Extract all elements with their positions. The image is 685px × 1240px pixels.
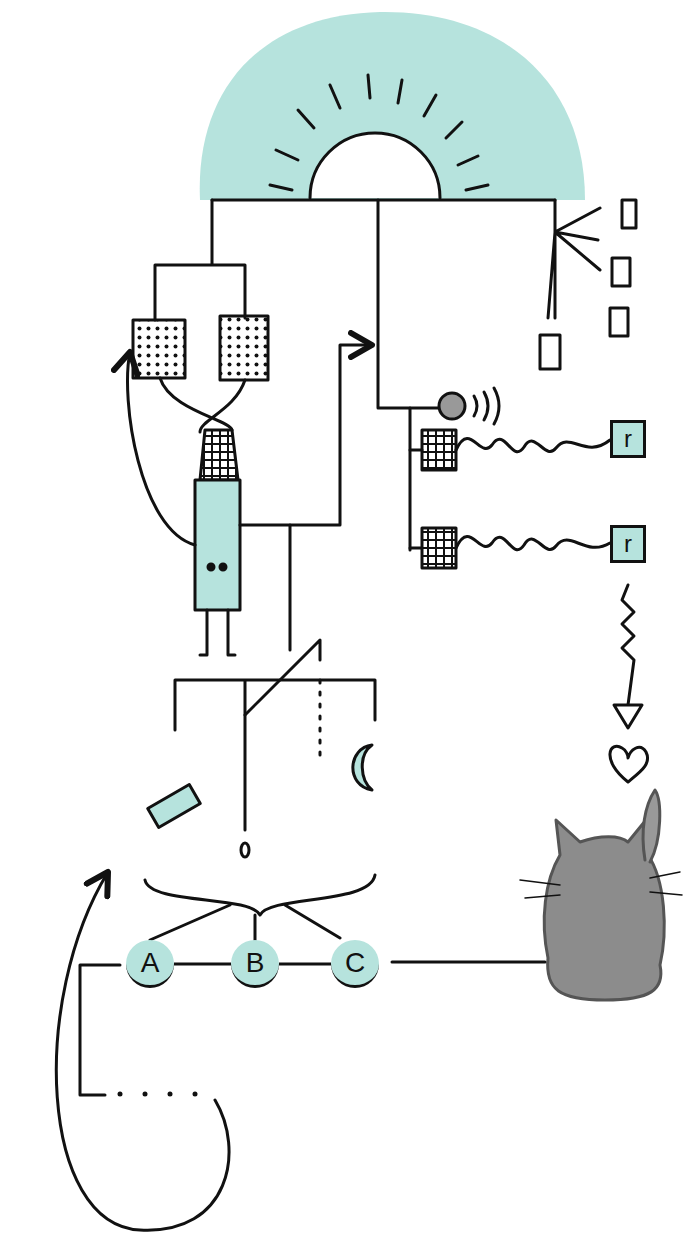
brace-lines bbox=[150, 905, 340, 940]
brace bbox=[145, 875, 375, 915]
wave-arrow bbox=[622, 585, 634, 705]
robot-body bbox=[195, 480, 240, 610]
letter-circle: A bbox=[126, 940, 174, 988]
moon bbox=[353, 745, 372, 790]
robot-eye bbox=[208, 564, 214, 570]
whiskers bbox=[520, 872, 682, 898]
speaker-wire bbox=[410, 407, 440, 410]
grid-block bbox=[422, 430, 456, 470]
sound-waves bbox=[474, 388, 499, 424]
switch-lever bbox=[245, 640, 320, 715]
return-arrow bbox=[56, 872, 229, 1230]
cat-tail bbox=[643, 790, 660, 862]
node-label: C bbox=[345, 947, 365, 979]
robot-legs bbox=[200, 610, 235, 655]
loop-arrow bbox=[128, 352, 195, 545]
hanging-block bbox=[148, 784, 201, 827]
small-box bbox=[622, 200, 636, 228]
dot-panel bbox=[133, 320, 185, 378]
node-label: B bbox=[246, 947, 265, 979]
ellipsis-dots bbox=[118, 1092, 198, 1097]
robot-eye bbox=[220, 564, 226, 570]
sun bbox=[310, 133, 440, 198]
grid-block bbox=[422, 528, 456, 568]
node-label: r bbox=[624, 530, 632, 558]
grid-wire bbox=[410, 450, 422, 548]
robot-wire bbox=[240, 345, 372, 525]
coil bbox=[456, 537, 610, 550]
node-label: r bbox=[624, 425, 632, 453]
connector bbox=[279, 963, 331, 966]
top-wire bbox=[212, 199, 555, 202]
fan-wire bbox=[548, 200, 600, 318]
cross-wire bbox=[160, 378, 245, 432]
mobile-wire bbox=[175, 525, 375, 830]
sun-rays bbox=[270, 75, 488, 190]
small-box bbox=[612, 258, 630, 286]
speaker bbox=[439, 393, 465, 419]
branch-wire bbox=[155, 200, 245, 320]
arrow-head bbox=[614, 705, 642, 728]
cat-wire bbox=[392, 961, 545, 964]
connector bbox=[174, 963, 231, 966]
small-box bbox=[540, 335, 560, 369]
node-label: A bbox=[141, 947, 160, 979]
dot-panel bbox=[220, 316, 268, 380]
heart bbox=[610, 746, 648, 782]
letter-box: r bbox=[610, 525, 646, 563]
sky-wash bbox=[200, 12, 585, 200]
letter-circle: B bbox=[231, 940, 279, 988]
letter-circle: C bbox=[331, 940, 379, 988]
hanging-ring bbox=[241, 843, 249, 857]
letter-box: r bbox=[610, 420, 646, 458]
right-wire bbox=[378, 200, 410, 550]
robot-head bbox=[200, 430, 238, 480]
coil bbox=[456, 439, 610, 452]
small-box bbox=[610, 308, 628, 336]
list-bracket bbox=[80, 965, 120, 1095]
dotted-line bbox=[319, 680, 322, 760]
